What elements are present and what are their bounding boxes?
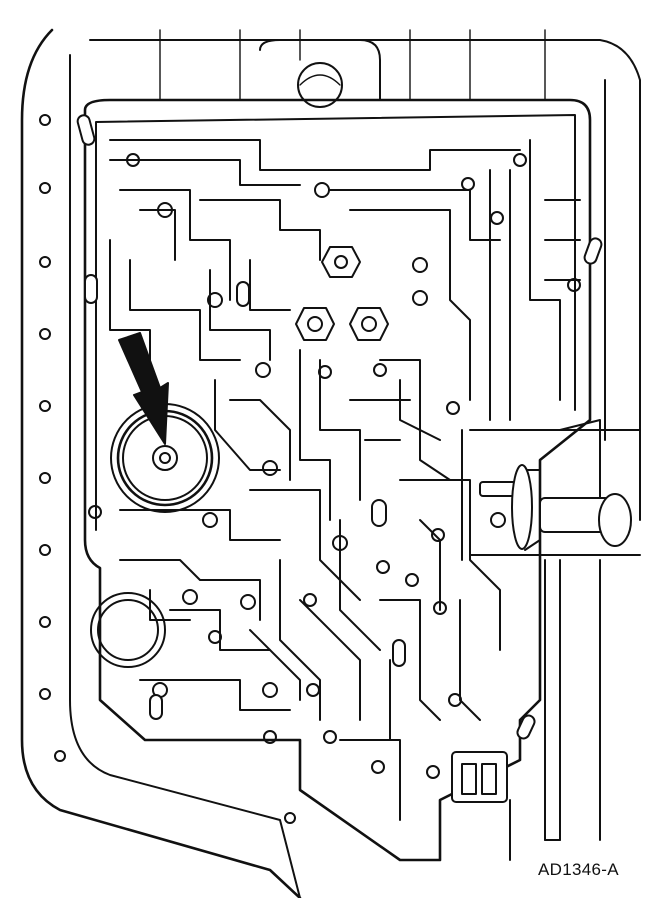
plug-bore: [90, 592, 166, 668]
arrow-pointer-icon: [118, 332, 169, 445]
case-outline: [20, 28, 641, 898]
solenoid-connector: [439, 751, 511, 861]
manual-valve-linkage: [461, 419, 641, 841]
bolt-heads: [295, 246, 389, 341]
figure-reference-code: AD1346-A: [538, 860, 619, 879]
case-bolt-holes: [39, 114, 296, 824]
valve-body-perimeter: [83, 98, 592, 862]
hydraulic-passages: [109, 139, 581, 821]
dowel-pins: [76, 114, 603, 740]
